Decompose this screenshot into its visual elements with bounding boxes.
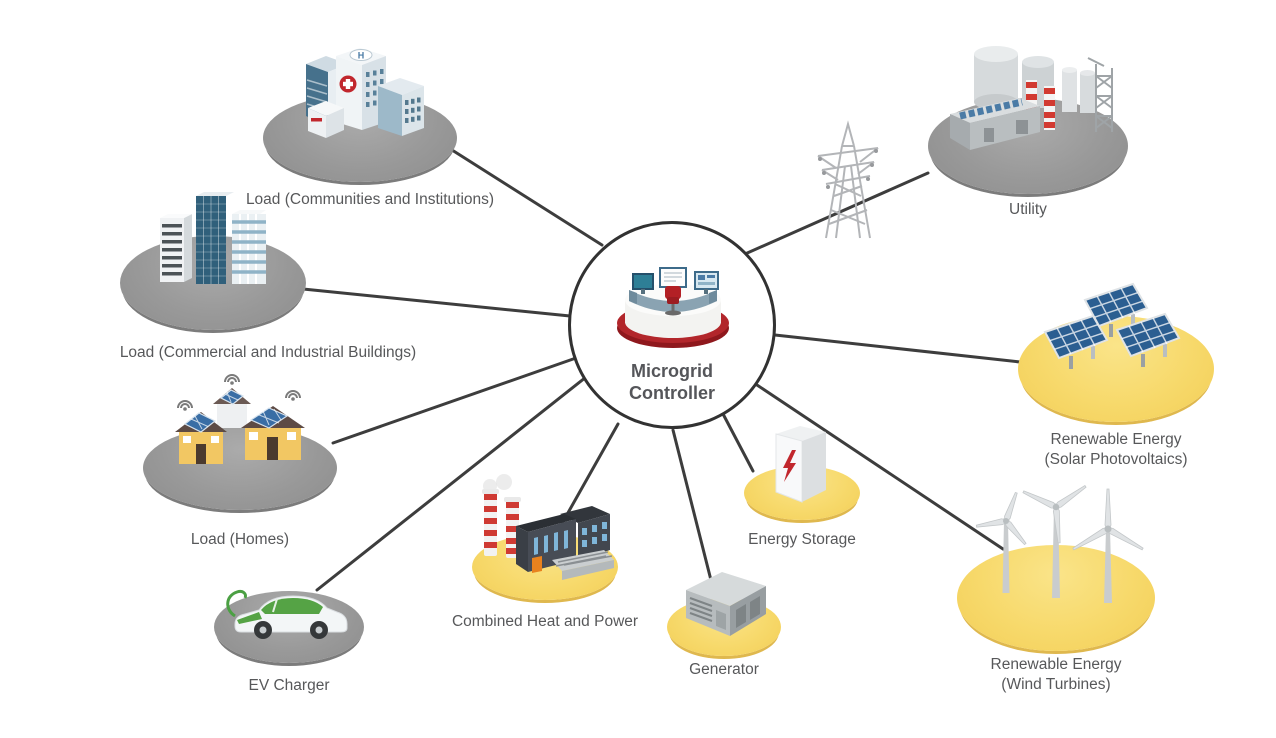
node-label: Generator [689, 661, 759, 678]
connection-line-solar [773, 333, 1022, 364]
node-generator: Generator [660, 558, 788, 688]
controller-label-line1: Microgrid [630, 361, 713, 381]
control-room-icon [617, 267, 729, 348]
node-renewable-wind: Renewable Energy (Wind Turbines) [957, 463, 1155, 703]
node-label: Renewable Energy (Wind Turbines) [957, 655, 1155, 696]
connection-line-load-commercial [301, 287, 572, 318]
electric-car-icon [226, 590, 348, 639]
node-label: EV Charger [248, 677, 330, 694]
microgrid-controller-node: Microgrid Controller [568, 221, 776, 429]
platform-ellipse [143, 426, 337, 510]
helipad-icon: H [358, 51, 365, 61]
node-label: Load (Commercial and Industrial Building… [119, 344, 417, 361]
node-label: Utility [1009, 201, 1047, 218]
node-chp: Combined Heat and Power [452, 474, 638, 636]
wind-turbines-icon [975, 484, 1144, 603]
connection-line-generator [671, 428, 718, 602]
connection-line-ev-charger [315, 364, 602, 592]
connection-line-chp [558, 422, 620, 529]
connection-line-energy-storage [720, 410, 755, 473]
chp-plant-icon [482, 474, 614, 580]
node-load-homes: Load (Homes) [143, 368, 337, 568]
utility-plant-icon [950, 46, 1113, 150]
node-utility: Utility [928, 38, 1128, 228]
connection-line-load-communities [450, 148, 604, 247]
generator-icon [686, 572, 766, 636]
charging-cable-icon [226, 590, 247, 618]
node-label: Load (Communities and Institutions) [245, 191, 495, 208]
node-load-commercial: Load (Commercial and Industrial Building… [118, 180, 416, 390]
battery-storage-icon [775, 426, 826, 503]
node-renewable-solar: Renewable Energy (Solar Photovoltaics) [1018, 278, 1214, 478]
wifi-icon [285, 390, 301, 399]
wifi-icon [224, 374, 240, 383]
node-label-line1: Renewable Energy [990, 656, 1122, 673]
connection-line-utility [743, 171, 930, 256]
connection-line-load-homes [331, 356, 578, 445]
node-ev-charger: EV Charger [214, 572, 364, 712]
transmission-tower-icon [817, 120, 879, 239]
lightning-icon [783, 450, 796, 482]
node-label: Load (Homes) [190, 531, 290, 548]
connection-line-wind [755, 383, 1005, 551]
node-energy-storage: Energy Storage [744, 418, 860, 553]
node-label: Energy Storage [748, 531, 856, 548]
solar-homes-icon [175, 374, 305, 464]
node-label: Combined Heat and Power [451, 613, 639, 630]
controller-label: Microgrid Controller [571, 360, 773, 404]
solar-panels-icon [1044, 283, 1180, 370]
hospital-buildings-icon: H [306, 48, 424, 138]
city-buildings-icon [160, 192, 266, 284]
wifi-icon [177, 400, 193, 409]
controller-label-line2: Controller [628, 383, 715, 403]
node-label-line2: (Solar Photovoltaics) [1044, 451, 1188, 469]
node-label: Renewable Energy (Solar Photovoltaics) [1018, 430, 1214, 471]
node-load-communities: H Load (Communit [238, 38, 494, 258]
node-label-line2: (Wind Turbines) [1001, 676, 1111, 694]
node-label-line1: Renewable Energy [1050, 431, 1182, 448]
